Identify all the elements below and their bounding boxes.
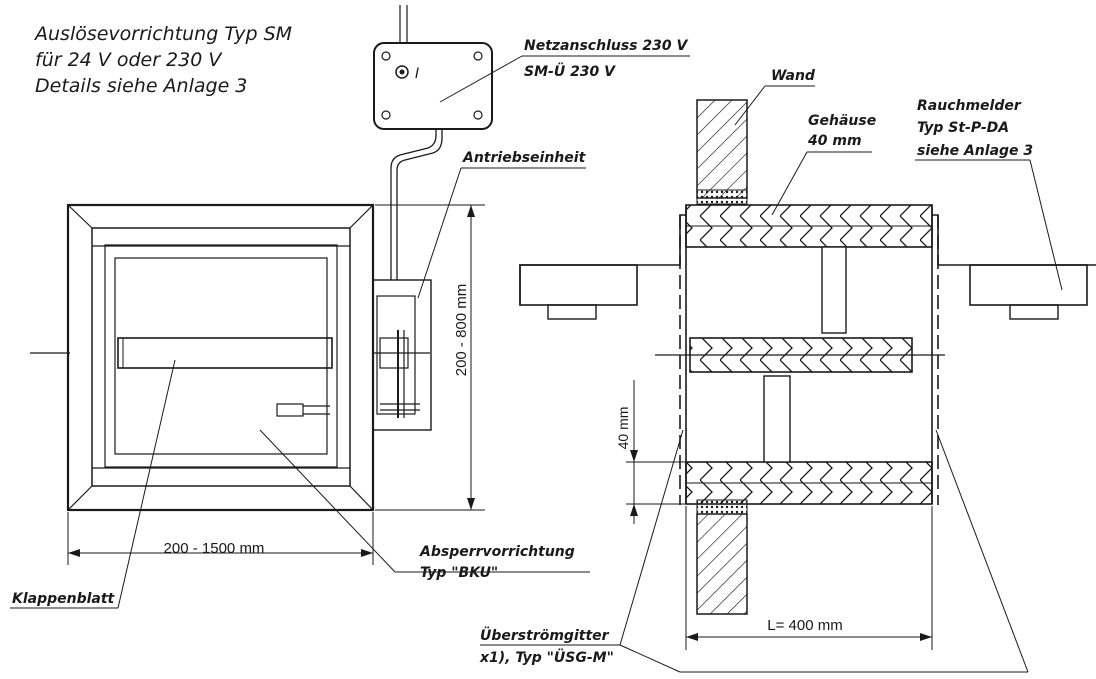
damper-section-view — [519, 99, 1096, 615]
label-absperrvorrichtung: Absperrvorrichtung — [419, 544, 575, 560]
actuator-housing — [372, 279, 432, 431]
dimension-lines-left — [67, 204, 485, 565]
note-line-3: Details siehe Anlage 3 — [35, 75, 247, 97]
label-netzanschluss: Netzanschluss 230 V — [524, 38, 688, 54]
label-uesg-m: x1), Typ "ÜSG-M" — [479, 648, 614, 666]
indicator-lamp-icon — [395, 65, 409, 79]
label-sm-u: SM-Ü 230 V — [524, 62, 616, 80]
dim-thickness: 40 mm — [615, 407, 631, 450]
dim-height: 200 - 800 mm — [453, 284, 470, 377]
dim-length: L= 400 mm — [767, 617, 842, 634]
label-bku: Typ "BKU" — [420, 565, 498, 581]
label-wand: Wand — [771, 68, 816, 84]
dimension-lines-right — [626, 380, 933, 650]
label-rauchmelder: Rauchmelder — [917, 98, 1022, 114]
note-line-1: Auslösevorrichtung Typ SM — [33, 23, 292, 45]
label-klappenblatt: Klappenblatt — [12, 591, 116, 607]
note-line-2: für 24 V oder 230 V — [35, 49, 223, 71]
leader-lines — [10, 55, 1063, 673]
label-ueberstroemgitter: Überströmgitter — [480, 626, 610, 644]
label-gehaeuse-thickness: 40 mm — [807, 133, 862, 149]
damper-front-view — [30, 5, 493, 512]
label-rauchmelder-type: Typ St-P-DA — [917, 120, 1009, 136]
damper-blade — [117, 337, 333, 369]
dim-width: 200 - 1500 mm — [164, 540, 265, 557]
label-antriebseinheit: Antriebseinheit — [462, 150, 587, 166]
label-gehaeuse: Gehäuse — [808, 113, 876, 129]
box-symbol: I — [415, 66, 419, 82]
junction-box — [373, 42, 493, 130]
label-rauchmelder-ref: siehe Anlage 3 — [917, 143, 1033, 159]
